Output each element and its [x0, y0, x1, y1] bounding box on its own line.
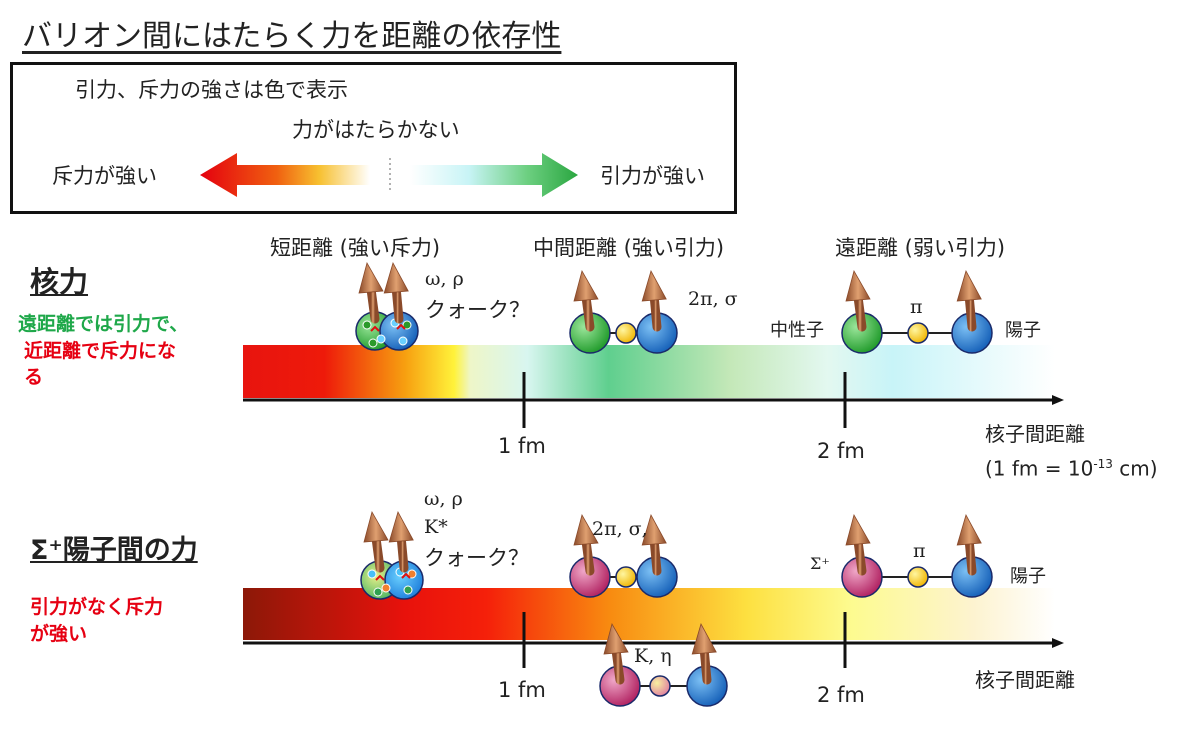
- sigma-short-mesons: ω, ρ: [424, 488, 463, 510]
- sigma-note-red-1: 引力がなく斥力: [30, 596, 164, 618]
- nuclear-long-baryon-1-spin-arrow-icon: [845, 269, 871, 302]
- nuclear-short-quark: クォーク？: [425, 298, 530, 322]
- sigma-short-quark: [367, 569, 377, 579]
- nuclear-mid-baryon-1-spin-arrow-icon: [573, 269, 599, 302]
- legend-caption: 引力、斥力の強さは色で表示: [75, 78, 348, 102]
- nuclear-mid-baryon-2-spin-arrow-icon: [641, 269, 667, 302]
- sigma-short-quark-baryon-2-spin-arrow-icon: [388, 510, 414, 543]
- repulsive-arrow: [200, 153, 370, 197]
- nuclear-short-quark-baryon-2-shaft: [391, 284, 404, 324]
- nuclear-mid-meson: [615, 322, 637, 344]
- legend-neutral-label: 力がはたらかない: [292, 118, 460, 142]
- nuclear-short-quark: [368, 338, 378, 348]
- legend-box: [10, 62, 737, 214]
- nuclear-short-mesons: ω, ρ: [425, 268, 464, 290]
- nuclear-long-baryon-2-spin-arrow-icon: [956, 269, 982, 302]
- nuclear-color-bar: [243, 345, 1055, 398]
- nuclear-axis-label: 核子間距離: [985, 422, 1085, 446]
- nuclear-note-red-2: る: [24, 366, 44, 388]
- sigma-short-quark: [381, 583, 391, 593]
- sigma-proton-label: 陽子: [1010, 566, 1046, 587]
- sigma-short-kstar: K*: [424, 516, 448, 538]
- nuclear-tick-1-label: 1 fm: [498, 434, 546, 458]
- sigma-short-quark-baryon-2-shaft: [396, 533, 409, 573]
- nuclear-short-quark: [376, 334, 386, 344]
- sigma-mid-baryon-2-shaft: [649, 536, 662, 576]
- nuclear-note-green: 遠距離では引力で、: [18, 313, 189, 335]
- nuclear-mid-baryon-1-shaft: [581, 292, 595, 332]
- region-mid-label: 中間距離 (強い引力): [533, 236, 725, 260]
- unit-note-unit: cm): [1112, 456, 1158, 481]
- nuclear-proton-label: 陽子: [1005, 320, 1041, 341]
- nuclear-mid-mesons: 2π, σ: [688, 288, 738, 310]
- unit-note: (1 fm = 10-13 cm): [985, 458, 1158, 479]
- nuclear-short-quark-baryon-1-spin-arrow-icon: [358, 261, 384, 294]
- sigma-short-quark: [373, 587, 383, 597]
- nuclear-tick-2-label: 2 fm: [817, 439, 865, 463]
- sigma-note-red-2: が強い: [30, 623, 88, 645]
- sigma-mid-mesons: 2π, σ,: [592, 518, 648, 540]
- sigma-short-quark-baryon-1-shaft: [371, 533, 385, 573]
- nuclear-heading: 核力: [30, 265, 89, 299]
- sigma-label: Σ⁺: [810, 554, 830, 573]
- nuclear-short-gluon-icon: [370, 323, 406, 332]
- sigma-mid-lower-mesons: K, η: [634, 645, 672, 667]
- nuclear-short-quark: [398, 336, 408, 346]
- unit-note-base: (1 fm = 10: [985, 456, 1094, 481]
- sigma-short-quark: [407, 569, 417, 579]
- sigma-long-baryon-2-spin-arrow-icon: [956, 513, 982, 546]
- sigma-heading: Σ⁺陽子間の力: [30, 535, 198, 566]
- legend-repulsive-label: 斥力が強い: [52, 164, 157, 188]
- region-long-label: 遠距離 (弱い引力): [835, 236, 1006, 260]
- nuclear-long-meson: π: [910, 296, 923, 318]
- sigma-tick-2-label: 2 fm: [817, 683, 865, 707]
- nuclear-short-quark: [362, 320, 372, 330]
- sigma-mid-meson: [615, 566, 637, 588]
- attractive-arrow: [410, 153, 578, 197]
- sigma-mid-lower-meson: [649, 675, 671, 697]
- sigma-long-baryon-1-shaft: [853, 536, 867, 576]
- sigma-tick-1-label: 1 fm: [498, 678, 546, 702]
- sigma-mid-baryon-1-spin-arrow-icon: [573, 513, 599, 546]
- sigma-mid-lower-baryon-1-spin-arrow-icon: [603, 622, 629, 655]
- sigma-mid-lower-baryon-1-shaft: [611, 645, 625, 685]
- sigma-long-baryon-2-shaft: [964, 536, 977, 576]
- sigma-mid-baryon-2-spin-arrow-icon: [641, 513, 667, 546]
- nuclear-short-quark-baryon-2-spin-arrow-icon: [383, 261, 409, 294]
- nuclear-short-quark: [402, 320, 412, 330]
- region-short-label: 短距離 (強い斥力): [270, 236, 441, 260]
- unit-note-exponent: -13: [1093, 457, 1113, 471]
- sigma-short-quark: [403, 585, 413, 595]
- nuclear-long-meson: [907, 322, 929, 344]
- sigma-mid-lower-baryon-2-shaft: [699, 645, 712, 685]
- nuclear-long-baryon-1-shaft: [853, 292, 867, 332]
- sigma-mid-baryon-1-shaft: [581, 536, 595, 576]
- sigma-mid-lower-baryon-2-spin-arrow-icon: [691, 622, 717, 655]
- sigma-short-gluon-icon: [375, 572, 411, 581]
- neutron-label: 中性子: [770, 320, 824, 341]
- sigma-long-meson: [907, 566, 929, 588]
- sigma-axis-arrowhead: [1052, 638, 1064, 648]
- sigma-short-quark: クォーク？: [424, 546, 529, 570]
- nuclear-note-red-1: 近距離で斥力にな: [24, 340, 177, 362]
- nuclear-short-quark-baryon-1-shaft: [366, 284, 380, 324]
- legend-attractive-label: 引力が強い: [600, 164, 705, 188]
- nuclear-long-baryon-2-shaft: [964, 292, 977, 332]
- page-title: バリオン間にはたらく力を距離の依存性: [22, 19, 562, 54]
- nuclear-axis-arrowhead: [1052, 395, 1064, 405]
- nuclear-mid-baryon-2-shaft: [649, 292, 662, 332]
- sigma-axis-label: 核子間距離: [975, 668, 1075, 692]
- sigma-long-baryon-1-spin-arrow-icon: [845, 513, 871, 546]
- sigma-short-quark-baryon-1-spin-arrow-icon: [363, 510, 389, 543]
- sigma-long-meson: π: [913, 540, 926, 562]
